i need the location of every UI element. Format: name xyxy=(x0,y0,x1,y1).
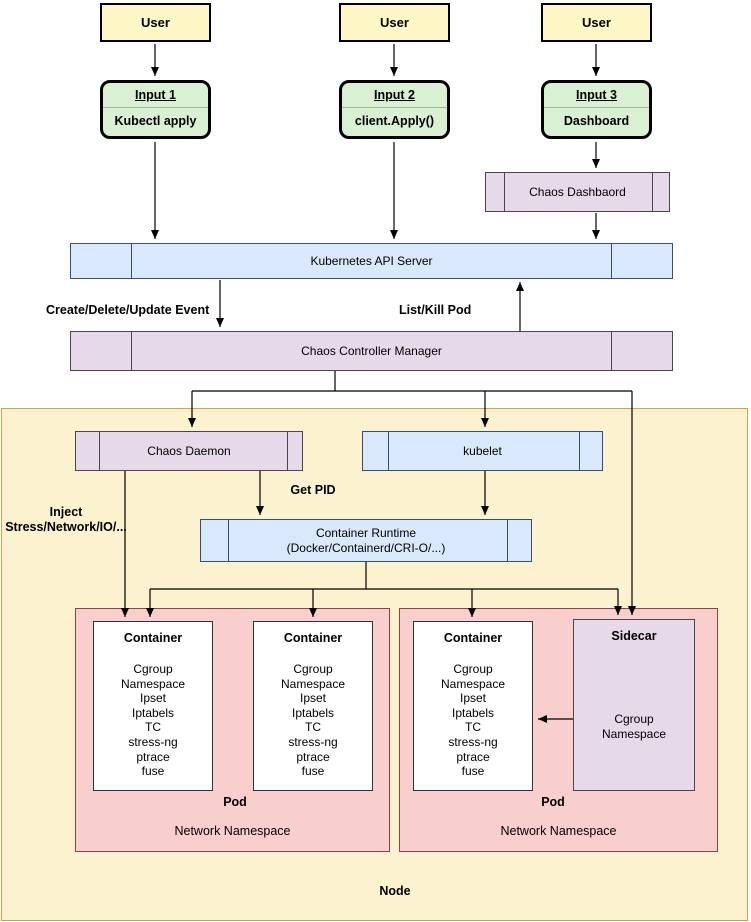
create-delete-update-label: Create/Delete/Update Event xyxy=(46,303,210,317)
network-namespace-label-right: Network Namespace xyxy=(500,824,617,838)
input-divider xyxy=(342,107,447,108)
input-box-3: Input 3 Dashboard xyxy=(541,80,652,139)
divider xyxy=(611,332,612,370)
kubelet-label: kubelet xyxy=(463,444,502,458)
feature: ptrace xyxy=(136,749,170,764)
input2-title: Input 2 xyxy=(374,88,415,102)
feature: Namespace xyxy=(280,676,346,691)
divider xyxy=(579,432,580,470)
feature: Cgroup xyxy=(133,662,173,676)
feature: Cgroup xyxy=(614,712,654,726)
container-box-3: Container Cgroup Namespace Ipset Iptabel… xyxy=(413,621,533,791)
feature: Namespace xyxy=(440,676,506,691)
feature: stress-ng xyxy=(288,734,338,749)
divider xyxy=(652,173,653,211)
container-runtime-line1: Container Runtime xyxy=(315,525,417,540)
container-runtime-label: Container Runtime (Docker/Containerd/CRI… xyxy=(287,526,446,556)
sidecar-box: Sidecar Cgroup Namespace xyxy=(573,619,695,791)
inject-line2: Stress/Network/IO/... xyxy=(5,520,127,534)
divider xyxy=(388,432,389,470)
feature: Cgroup xyxy=(293,662,333,676)
input3-title: Input 3 xyxy=(576,88,617,102)
chaos-dashboard-label: Chaos Dashbaord xyxy=(529,185,626,199)
input-box-2: Input 2 client.Apply() xyxy=(339,80,450,139)
feature: Namespace xyxy=(601,726,667,741)
sidecar-feature-list: Cgroup Namespace xyxy=(574,712,694,741)
container-feature-list: Cgroup Namespace Ipset Iptabels TC stres… xyxy=(414,662,532,779)
container-runtime-line2: (Docker/Containerd/CRI-O/...) xyxy=(286,540,446,555)
input-divider xyxy=(103,107,208,108)
feature: Iptabels xyxy=(291,705,335,720)
feature: fuse xyxy=(461,764,485,779)
feature: ptrace xyxy=(456,749,490,764)
pod-label-right: Pod xyxy=(541,795,565,809)
container-title: Container xyxy=(443,631,503,645)
divider xyxy=(504,173,505,211)
container-title: Container xyxy=(123,631,183,645)
api-server-label: Kubernetes API Server xyxy=(310,254,433,268)
container-runtime-box: Container Runtime (Docker/Containerd/CRI… xyxy=(200,519,532,562)
feature: stress-ng xyxy=(128,734,178,749)
list-kill-pod-label: List/Kill Pod xyxy=(399,303,472,317)
container-title: Container xyxy=(283,631,343,645)
feature: TC xyxy=(305,720,321,735)
user-box-1: User xyxy=(100,3,211,42)
container-feature-list: Cgroup Namespace Ipset Iptabels TC stres… xyxy=(94,662,212,779)
feature: stress-ng xyxy=(448,734,498,749)
chaos-daemon-label: Chaos Daemon xyxy=(147,444,231,458)
feature: Ipset xyxy=(299,691,326,706)
chaos-daemon-box: Chaos Daemon xyxy=(75,431,303,471)
feature: ptrace xyxy=(296,749,330,764)
get-pid-label: Get PID xyxy=(290,483,336,497)
user-label: User xyxy=(380,15,409,30)
chaos-dashboard-box: Chaos Dashbaord xyxy=(485,172,670,212)
divider xyxy=(228,520,229,561)
controller-manager-box: Chaos Controller Manager xyxy=(70,331,673,371)
input2-action: client.Apply() xyxy=(354,114,435,128)
divider xyxy=(131,244,132,278)
divider xyxy=(287,432,288,470)
divider xyxy=(611,244,612,278)
inject-label: Inject Stress/Network/IO/... xyxy=(0,505,132,535)
feature: Cgroup xyxy=(453,662,493,676)
node-label: Node xyxy=(379,884,411,898)
divider xyxy=(99,432,100,470)
input-divider xyxy=(544,107,649,108)
input-box-1: Input 1 Kubectl apply xyxy=(100,80,211,139)
kubelet-box: kubelet xyxy=(362,431,603,471)
pod-label-left: Pod xyxy=(223,795,247,809)
user-label: User xyxy=(582,15,611,30)
user-box-2: User xyxy=(339,3,450,42)
divider xyxy=(131,332,132,370)
container-box-2: Container Cgroup Namespace Ipset Iptabel… xyxy=(253,621,373,791)
network-namespace-label-left: Network Namespace xyxy=(174,824,291,838)
feature: Iptabels xyxy=(131,705,175,720)
feature: Ipset xyxy=(459,691,486,706)
user-label: User xyxy=(141,15,170,30)
feature: fuse xyxy=(301,764,325,779)
sidecar-title: Sidecar xyxy=(611,629,657,643)
feature: Ipset xyxy=(139,691,166,706)
input1-action: Kubectl apply xyxy=(114,114,197,128)
inject-line1: Inject xyxy=(49,505,83,519)
feature: Namespace xyxy=(120,676,186,691)
input3-action: Dashboard xyxy=(563,114,630,128)
input1-title: Input 1 xyxy=(135,88,176,102)
feature: Iptabels xyxy=(451,705,495,720)
container-feature-list: Cgroup Namespace Ipset Iptabels TC stres… xyxy=(254,662,372,779)
api-server-box: Kubernetes API Server xyxy=(70,243,673,279)
feature: TC xyxy=(465,720,481,735)
feature: TC xyxy=(145,720,161,735)
feature: fuse xyxy=(141,764,165,779)
divider xyxy=(507,520,508,561)
container-box-1: Container Cgroup Namespace Ipset Iptabel… xyxy=(93,621,213,791)
user-box-3: User xyxy=(541,3,652,42)
controller-manager-label: Chaos Controller Manager xyxy=(301,344,442,358)
